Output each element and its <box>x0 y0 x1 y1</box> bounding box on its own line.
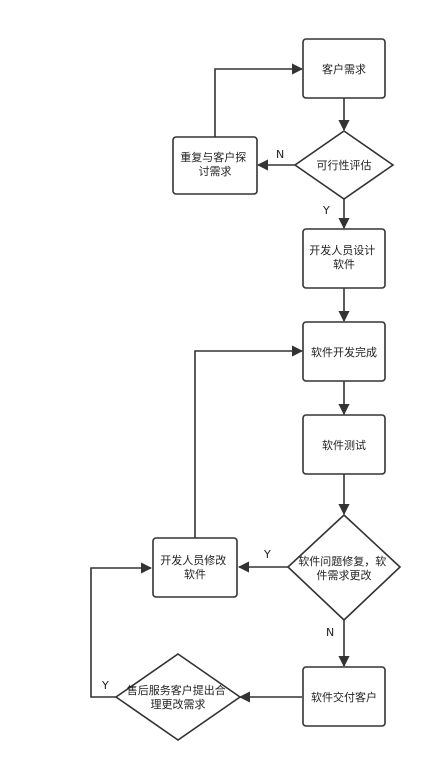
label-feasibility: 可行性评估 <box>317 158 372 172</box>
node-dev-modify <box>152 537 238 598</box>
label-dev-modify: 开发人员修改 软件 <box>160 553 230 581</box>
label-fix-decision: 软件问题修复，软 件需求更改 <box>298 554 390 582</box>
label-aftersales: 售后服务客户提出合 理更改需求 <box>127 683 230 711</box>
node-dev-complete <box>302 321 386 382</box>
node-feasibility <box>293 130 395 200</box>
edge-rediscuss-to-requirement <box>214 63 304 137</box>
label-testing: 软件测试 <box>322 438 366 452</box>
nodes <box>114 38 402 741</box>
node-labels: 客户需求 可行性评估 重复与客户探 讨需求 开发人员设计 软件 软件开发完成 软… <box>127 62 390 711</box>
label-rediscuss: 重复与客户探 讨需求 <box>180 150 250 178</box>
edge-aftersales-to-modify <box>90 562 153 698</box>
edge-label-feasibility-yes: Y <box>322 204 330 217</box>
node-deliver <box>302 666 386 727</box>
label-customer-requirement: 客户需求 <box>322 62 366 76</box>
edge-label-fix-yes: Y <box>263 548 271 561</box>
node-aftersales <box>114 653 242 741</box>
edges <box>90 63 350 703</box>
label-deliver: 软件交付客户 <box>311 690 377 704</box>
label-dev-complete: 软件开发完成 <box>311 345 377 359</box>
edge-label-feasibility-no: N <box>276 148 284 161</box>
node-testing <box>302 414 386 475</box>
edge-modify-to-complete <box>194 345 304 538</box>
node-fix-decision <box>286 513 402 622</box>
label-dev-design: 开发人员设计 软件 <box>309 243 379 271</box>
node-rediscuss <box>172 136 258 195</box>
node-dev-design <box>302 228 386 289</box>
edge-label-fix-no: N <box>326 626 334 639</box>
edge-labels: N Y Y N Y <box>101 148 334 692</box>
node-customer-requirement <box>302 38 386 99</box>
edge-label-aftersales-yes: Y <box>101 679 109 692</box>
